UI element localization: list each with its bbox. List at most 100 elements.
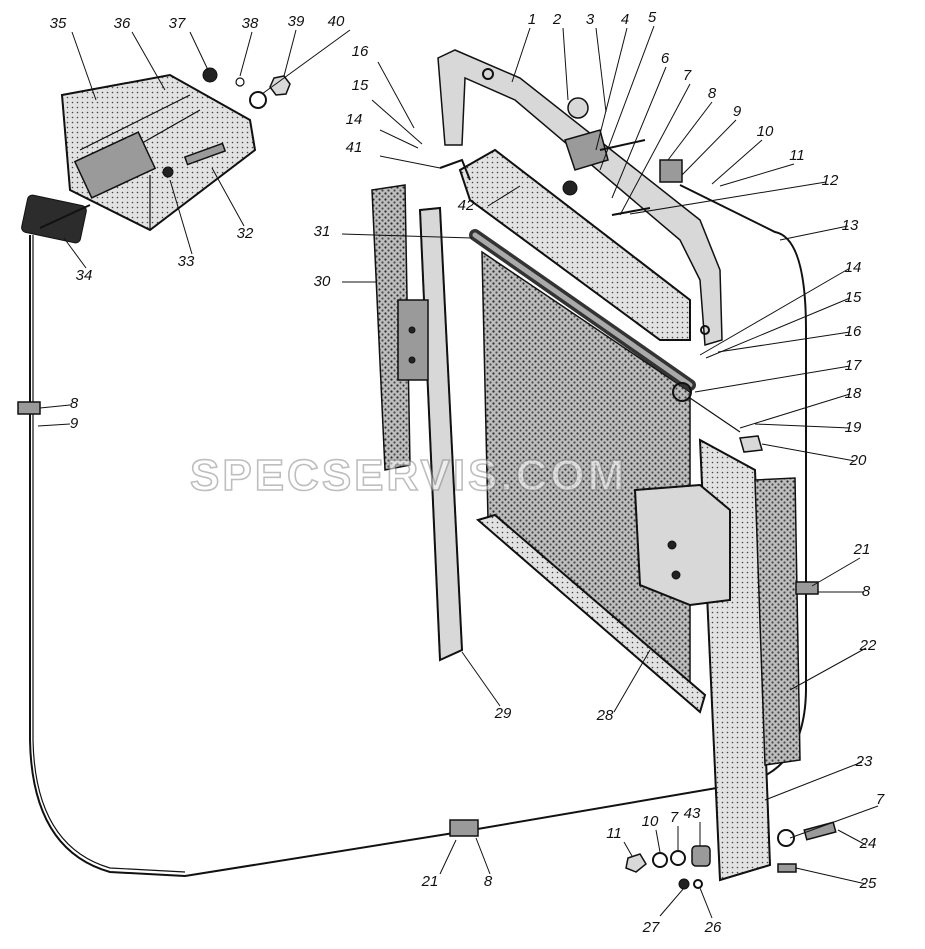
callout-label-38: 38 (242, 15, 259, 32)
callout-leader-28 (613, 649, 651, 713)
callout-label-23: 23 (855, 753, 873, 770)
callout-label-25: 25 (859, 875, 877, 892)
callout-label-10: 10 (757, 123, 774, 140)
clip-21-right (795, 581, 819, 595)
callout-label-22: 22 (859, 637, 877, 654)
rod-41 (439, 158, 471, 181)
callout-label-40: 40 (328, 13, 345, 30)
callout-label-27: 27 (642, 919, 660, 936)
callout-leader-15 (371, 99, 423, 145)
callout-label-14: 14 (845, 259, 862, 276)
chain-18 (689, 397, 741, 433)
callout-label-18: 18 (845, 385, 862, 402)
control-rod-shadow (32, 235, 186, 873)
callout-leader-10 (711, 139, 763, 185)
callout-label-7: 7 (683, 67, 692, 84)
washer-10-bottom (652, 852, 668, 868)
callout-label-32: 32 (237, 225, 254, 242)
callout-leader-9 (37, 423, 71, 427)
washer-40 (249, 91, 267, 109)
callout-leader-24 (837, 829, 867, 846)
callout-label-37: 37 (169, 15, 186, 32)
callout-label-7: 7 (876, 791, 885, 808)
callout-leader-5 (599, 25, 655, 171)
callout-leader-15 (705, 297, 851, 359)
bushing-43 (691, 845, 711, 867)
callout-leader-19 (754, 423, 851, 429)
callout-leader-4 (595, 27, 628, 151)
callout-label-34: 34 (76, 267, 93, 284)
watermark: SPECSERVIS.COM (190, 451, 627, 500)
callout-label-24: 24 (859, 835, 877, 852)
bolt-24 (803, 821, 837, 841)
washer-7-right (777, 829, 795, 847)
callout-label-21: 21 (853, 541, 871, 558)
callout-leader-10 (655, 829, 661, 853)
callout-leader-8 (39, 404, 71, 409)
roller-assembly (562, 97, 683, 216)
callout-leader-8 (667, 101, 713, 161)
callout-leader-22 (789, 647, 867, 691)
callout-label-16: 16 (352, 43, 369, 60)
callout-leader-17 (694, 365, 851, 393)
callout-leader-8 (475, 837, 491, 875)
callout-label-14: 14 (346, 111, 363, 128)
callout-leader-38 (239, 31, 253, 77)
callout-label-8: 8 (484, 873, 493, 890)
callout-leader-6 (611, 66, 667, 199)
callout-leader-26 (699, 887, 713, 919)
callout-label-33: 33 (178, 253, 195, 270)
callout-leader-11 (623, 841, 633, 857)
callout-leader-1 (511, 27, 531, 83)
control-knob (21, 194, 87, 244)
callout-leader-7 (619, 83, 691, 216)
callout-label-16: 16 (845, 323, 862, 340)
callout-leader-16 (717, 331, 851, 353)
callout-leader-37 (189, 31, 209, 71)
upper-lever (437, 49, 723, 346)
callout-leader-42 (487, 185, 521, 207)
callout-leader-12 (629, 181, 827, 215)
bushing-20 (739, 435, 763, 453)
callout-label-39: 39 (288, 13, 305, 30)
callout-label-43: 43 (684, 805, 701, 822)
callout-leader-31 (341, 233, 473, 239)
callout-leader-14 (699, 267, 851, 356)
callout-label-5: 5 (648, 9, 657, 26)
callout-label-28: 28 (596, 707, 614, 724)
callout-label-17: 17 (845, 357, 862, 374)
callout-leader-9 (681, 119, 737, 176)
callout-label-26: 26 (704, 919, 722, 936)
callout-leader-21 (439, 839, 457, 875)
callout-label-19: 19 (845, 419, 862, 436)
callout-leader-14 (379, 129, 419, 149)
callout-label-21: 21 (421, 873, 439, 890)
callout-leader-11 (719, 163, 795, 187)
washer-7-bottom (670, 850, 686, 866)
callout-leader-21 (811, 557, 861, 587)
callout-label-15: 15 (352, 77, 369, 94)
callout-leader-27 (659, 887, 685, 917)
callout-leader-39 (283, 29, 297, 77)
callout-leader-20 (761, 443, 856, 462)
callout-label-11: 11 (789, 147, 805, 164)
callout-label-36: 36 (114, 15, 131, 32)
callout-label-29: 29 (494, 705, 512, 722)
callout-label-20: 20 (849, 452, 867, 469)
bolt-25 (777, 863, 797, 873)
callout-leader-13 (779, 225, 849, 241)
callout-label-30: 30 (314, 273, 331, 290)
callout-label-41: 41 (346, 139, 363, 156)
callout-label-4: 4 (621, 11, 629, 28)
callout-label-15: 15 (845, 289, 862, 306)
callout-leader-2 (562, 27, 569, 101)
callout-label-9: 9 (70, 415, 79, 432)
callout-leader-3 (595, 27, 607, 113)
cotter-38 (235, 77, 245, 87)
callout-leader-7 (789, 805, 879, 839)
left-guide-rail (371, 184, 464, 662)
callout-leader-33 (169, 179, 193, 255)
callout-leader-16 (377, 61, 415, 129)
callout-leader-34 (63, 237, 87, 269)
